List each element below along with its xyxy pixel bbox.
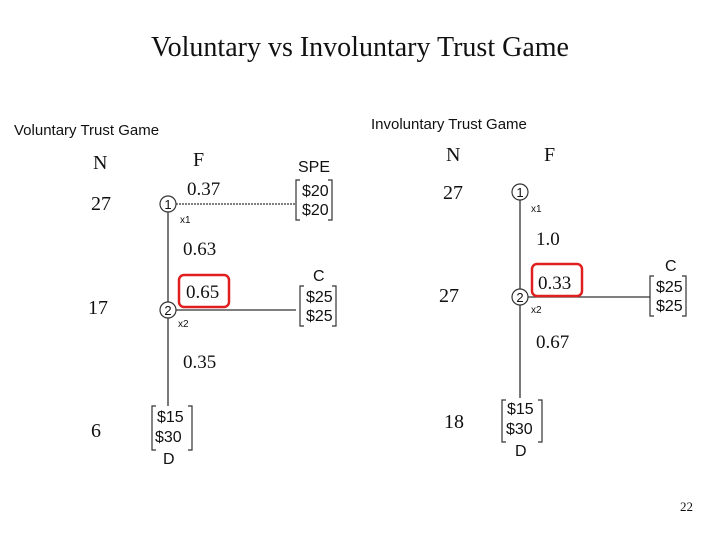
voluntary-count-row2: 17 — [88, 297, 108, 319]
inv-d-payoff-top: $15 — [507, 401, 534, 418]
vol-d-bracket — [151, 405, 193, 451]
involuntary-count-row3: 18 — [444, 411, 464, 433]
inv-c-bracket — [649, 275, 687, 317]
vol-node2-prob-right: 0.65 — [186, 282, 220, 303]
vol-spe-bracket — [295, 179, 333, 221]
vol-d-payoff-top: $15 — [157, 409, 184, 426]
involuntary-header-f: F — [544, 144, 556, 166]
vol-c-payoff-top: $25 — [306, 289, 333, 306]
inv-c-label: C — [665, 258, 677, 275]
voluntary-header-n: N — [93, 152, 108, 174]
inv-node2-prob-right: 0.33 — [538, 273, 572, 294]
vol-node1-prob-right: 0.37 — [187, 179, 221, 200]
vol-d-label: D — [163, 451, 175, 468]
inv-c-payoff-top: $25 — [656, 279, 683, 296]
inv-highlight-box — [530, 262, 584, 298]
involuntary-header-n: N — [446, 144, 461, 166]
vol-node2-label: 2 — [164, 303, 172, 318]
voluntary-panel-title: Voluntary Trust Game — [14, 122, 160, 139]
vol-node1-label: 1 — [164, 197, 172, 212]
vol-spe-payoff-bottom: $20 — [302, 202, 329, 219]
vol-c-label: C — [313, 268, 325, 285]
vol-c-bracket — [299, 285, 337, 327]
inv-d-label: D — [515, 443, 527, 460]
vol-d-payoff-bottom: $30 — [155, 429, 182, 446]
inv-node1-circle — [511, 183, 529, 201]
inv-d-bracket — [501, 399, 543, 443]
voluntary-tree-edges — [167, 203, 296, 406]
vol-node2-prob-down: 0.35 — [183, 352, 217, 373]
inv-c-payoff-bottom: $25 — [656, 298, 683, 315]
page-number: 22 — [680, 499, 693, 514]
involuntary-panel-title: Involuntary Trust Game — [371, 116, 527, 133]
slide-title: Voluntary vs Involuntary Trust Game — [151, 32, 569, 63]
voluntary-count-row1: 27 — [91, 193, 111, 215]
involuntary-count-row1: 27 — [443, 182, 463, 204]
vol-c-payoff-bottom: $25 — [306, 308, 333, 325]
vol-spe-label: SPE — [298, 159, 331, 176]
inv-node2-label: 2 — [516, 290, 524, 305]
inv-node2-prob-down: 0.67 — [536, 332, 570, 353]
vol-highlight-box — [177, 273, 231, 309]
inv-node1-label: 1 — [516, 185, 524, 200]
involuntary-count-row2: 27 — [439, 285, 459, 307]
vol-node2-circle — [159, 301, 177, 319]
inv-node2-info: x2 — [531, 305, 542, 316]
vol-node1-circle — [159, 195, 177, 213]
vol-node2-info: x2 — [178, 319, 189, 330]
vol-node1-info: x1 — [180, 215, 191, 226]
inv-d-payoff-bottom: $30 — [506, 421, 533, 438]
inv-node2-circle — [511, 288, 529, 306]
vol-node1-prob-down: 0.63 — [183, 239, 217, 260]
voluntary-header-f: F — [193, 149, 205, 171]
voluntary-count-row3: 6 — [91, 420, 101, 442]
inv-node1-prob-down: 1.0 — [536, 229, 560, 250]
inv-node1-info: x1 — [531, 204, 542, 215]
vol-spe-payoff-top: $20 — [302, 183, 329, 200]
